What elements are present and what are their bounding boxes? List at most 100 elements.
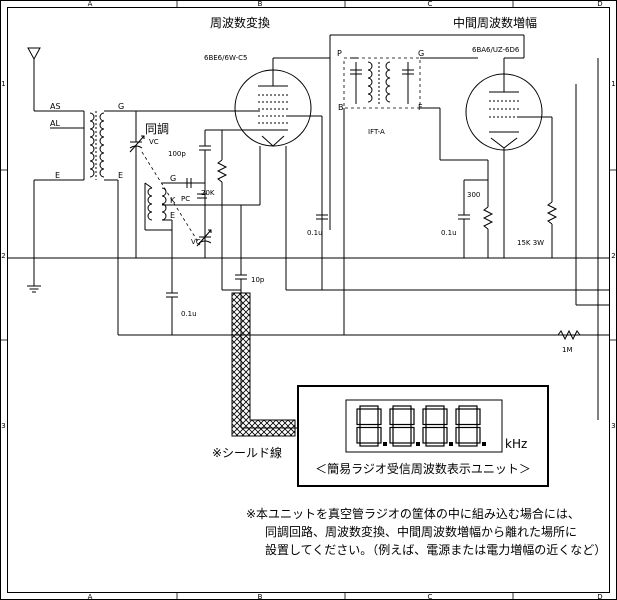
- segment-a: [359, 405, 379, 410]
- resistor-15k: [546, 117, 558, 258]
- row-label-3-right: 3: [611, 422, 615, 430]
- unit-label-khz: kHz: [505, 437, 527, 451]
- segment-f: [422, 408, 427, 426]
- label-r300: 300: [467, 191, 480, 199]
- variable-capacitor-vc2: [196, 229, 212, 258]
- row-label-3-left: 3: [1, 422, 5, 430]
- col-label-a-bottom: A: [88, 593, 93, 600]
- antenna-coil: [83, 111, 105, 180]
- shield-cable: [231, 292, 296, 437]
- display-digit: [389, 405, 420, 447]
- col-label-c-bottom: C: [428, 593, 433, 600]
- label-c01u-a: 0.1u: [181, 310, 197, 318]
- pin-label-g-if: G: [418, 49, 424, 58]
- display-digit: [356, 405, 387, 447]
- label-r20k: 20K: [201, 189, 215, 197]
- variable-capacitor-vc1: [129, 111, 145, 258]
- segment-c: [476, 426, 481, 444]
- segment-d: [425, 442, 445, 447]
- segment-c: [377, 426, 382, 444]
- tube-label-if-amp: 6BA6/UZ-6D6: [472, 46, 520, 54]
- col-label-b-bottom: B: [258, 593, 263, 600]
- segment-g: [359, 423, 379, 429]
- label-pc: PC: [181, 195, 190, 203]
- oscillator-coil: [144, 182, 172, 231]
- capacitor-0-1u-middle: [316, 116, 328, 220]
- pin-label-b: B: [338, 103, 344, 112]
- segment-e: [389, 426, 394, 444]
- segment-e: [455, 426, 460, 444]
- segment-b: [476, 408, 481, 426]
- segment-d: [359, 442, 379, 447]
- segment-e: [356, 426, 361, 444]
- row-label-2-right: 2: [611, 252, 615, 260]
- label-c100p: 100p: [168, 150, 186, 158]
- segment-b: [443, 408, 448, 426]
- resistor-20k: [216, 130, 228, 205]
- label-c01u-c: 0.1u: [441, 229, 457, 237]
- pin-label-g-ant: G: [118, 102, 124, 111]
- pin-label-e-left: E: [55, 171, 60, 180]
- segment-c: [443, 426, 448, 444]
- decimal-point: [416, 442, 420, 446]
- unit-caption: ＜簡易ラジオ受信周波数表示ユニット＞: [315, 461, 531, 476]
- shield-wire-label: ※シールド線: [212, 445, 282, 460]
- pin-label-as: AS: [50, 102, 61, 111]
- row-label-2-left: 2: [1, 252, 5, 260]
- section-title-freq-converter: 周波数変換: [210, 15, 270, 30]
- segment-g: [458, 423, 478, 429]
- col-label-d-top: D: [597, 0, 602, 8]
- note-line-3: 設置してください。（例えば、電源または電力増幅の近くなど）: [265, 542, 606, 557]
- label-c01u-b: 0.1u: [307, 229, 323, 237]
- segment-f: [455, 408, 460, 426]
- segment-a: [458, 405, 478, 410]
- row-label-1-right: 1: [611, 80, 615, 88]
- capacitor-10p: [235, 205, 247, 293]
- grid-capacitor: [199, 129, 260, 245]
- tuning-label: 同調: [145, 122, 169, 136]
- pin-label-e-osc: E: [170, 211, 175, 220]
- vc2-label: VC: [191, 238, 201, 246]
- antenna-symbol: [27, 47, 41, 111]
- if-amp-tube: [465, 58, 543, 151]
- segment-c: [410, 426, 415, 444]
- pin-label-k: K: [170, 196, 176, 205]
- segment-d: [392, 442, 412, 447]
- segment-e: [422, 426, 427, 444]
- capacitor-100p: [186, 178, 192, 188]
- pin-label-p: P: [337, 49, 342, 58]
- pin-label-al: AL: [50, 119, 60, 128]
- col-label-c-top: C: [428, 0, 433, 8]
- label-c10p: 10p: [251, 276, 265, 284]
- pin-label-e-right: E: [118, 171, 123, 180]
- resistor-1m: [557, 329, 581, 341]
- capacitor-0-1u-right: [458, 180, 470, 258]
- segment-f: [389, 408, 394, 426]
- col-label-d-bottom: D: [597, 593, 602, 600]
- row-label-1-left: 1: [1, 80, 5, 88]
- section-title-if-amp: 中間周波数増幅: [453, 15, 537, 30]
- decimal-point: [383, 442, 387, 446]
- label-r15k: 15K 3W: [517, 239, 544, 247]
- display-digit: [455, 405, 486, 447]
- ift-a-transformer: [343, 57, 421, 109]
- note-line-1: ※本ユニットを真空管ラジオの筐体の中に組み込む場合には、: [246, 506, 580, 521]
- segment-a: [425, 405, 445, 410]
- tube-label-converter: 6BE6/6W-C5: [204, 54, 247, 62]
- converter-tube: [234, 58, 312, 147]
- decimal-point: [482, 442, 486, 446]
- resistor-300: [482, 180, 494, 258]
- segment-b: [377, 408, 382, 426]
- segment-g: [392, 423, 412, 429]
- segment-b: [410, 408, 415, 426]
- col-label-b-top: B: [258, 0, 263, 8]
- ground-symbol: [27, 258, 41, 293]
- segment-d: [458, 442, 478, 447]
- vc1-label: VC: [149, 138, 159, 146]
- segment-a: [392, 405, 412, 410]
- ift-label: IFT-A: [368, 128, 385, 136]
- display-digit: [422, 405, 453, 447]
- pin-label-g-osc: G: [170, 174, 176, 183]
- col-label-a-top: A: [88, 0, 93, 8]
